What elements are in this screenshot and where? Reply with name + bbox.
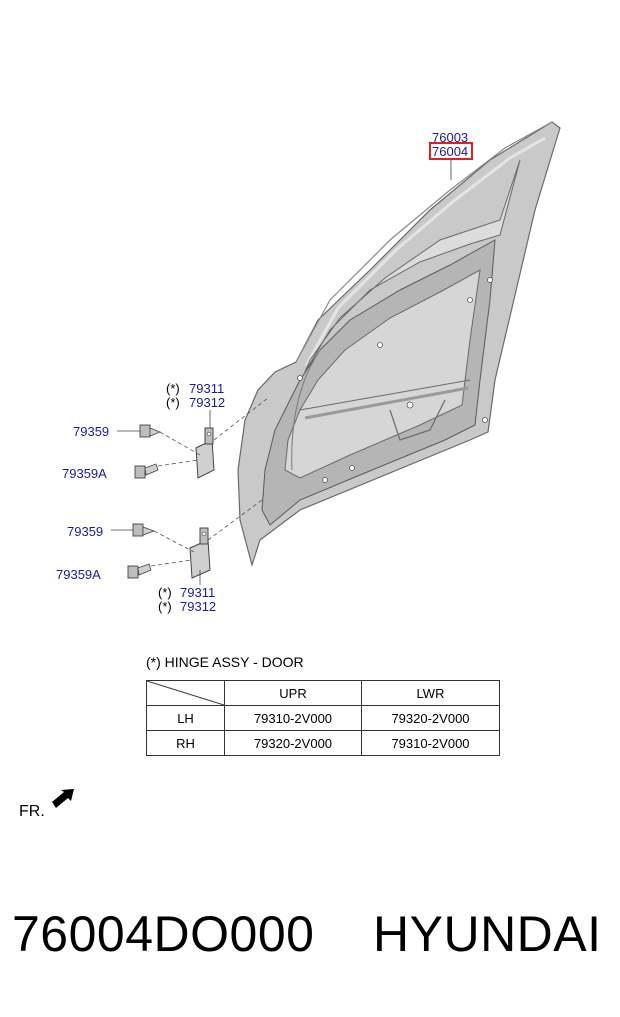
row-lwr: 79320-2V000 (361, 705, 500, 731)
front-arrow-icon (52, 789, 74, 808)
label-bolt-lower: 79359 (67, 524, 103, 539)
upper-hinge-dash (213, 397, 269, 441)
highlight-box-76004 (429, 142, 473, 160)
label-lower-79312: 79312 (180, 599, 216, 614)
upper-hinge (195, 427, 215, 479)
part-number: 76004DO000 (12, 906, 315, 962)
label-bolt-upper: 79359 (73, 424, 109, 439)
label-76004: 76004 (432, 144, 468, 159)
diagonal-divider (147, 681, 224, 705)
bolt-lower-1 (132, 523, 156, 537)
bolt-upper-1-dash (159, 431, 201, 456)
lower-hinge (189, 527, 211, 579)
front-direction-label: FR. (19, 803, 45, 820)
bolt-upper-1 (139, 424, 162, 438)
label-upper-79311: 79311 (189, 381, 224, 396)
header-upr: UPR (224, 680, 362, 706)
row-upr: 79320-2V000 (224, 730, 362, 756)
table-row: RH 79320-2V000 79310-2V000 (146, 730, 500, 756)
table-row: LH 79310-2V000 79320-2V000 (146, 705, 500, 731)
upper-star-1: (*) (166, 381, 180, 396)
bolt-lower-1-dash (153, 530, 195, 553)
label-bolt-lower-a: 79359A (56, 567, 101, 582)
row-upr: 79310-2V000 (224, 705, 362, 731)
bolt-upper-2-dash (157, 459, 199, 467)
row-side: RH (146, 730, 225, 756)
hinge-assy-table: UPR LWR LH 79310-2V000 79320-2V000 RH 79… (146, 680, 500, 756)
bolt-lower-2 (127, 563, 152, 579)
hinge-assy-note: (*) HINGE ASSY - DOOR (146, 654, 304, 670)
lower-star-2: (*) (158, 599, 172, 614)
lower-hinge-dash (207, 499, 263, 541)
row-lwr: 79310-2V000 (361, 730, 500, 756)
label-upper-79312: 79312 (189, 395, 225, 410)
upper-star-2: (*) (166, 395, 180, 410)
label-bolt-upper-a: 79359A (62, 466, 107, 481)
header-lwr: LWR (361, 680, 500, 706)
door-panel (237, 121, 561, 568)
table-corner-cell (146, 680, 225, 706)
row-side: LH (146, 705, 225, 731)
lower-star-1: (*) (158, 585, 172, 600)
brand-name: HYUNDAI (373, 906, 602, 962)
bolt-lower-2-dash (150, 559, 192, 567)
label-76003: 76003 (432, 130, 468, 145)
label-lower-79311: 79311 (180, 585, 215, 600)
table-header-row: UPR LWR (146, 680, 500, 706)
bolt-upper-2 (134, 463, 159, 479)
